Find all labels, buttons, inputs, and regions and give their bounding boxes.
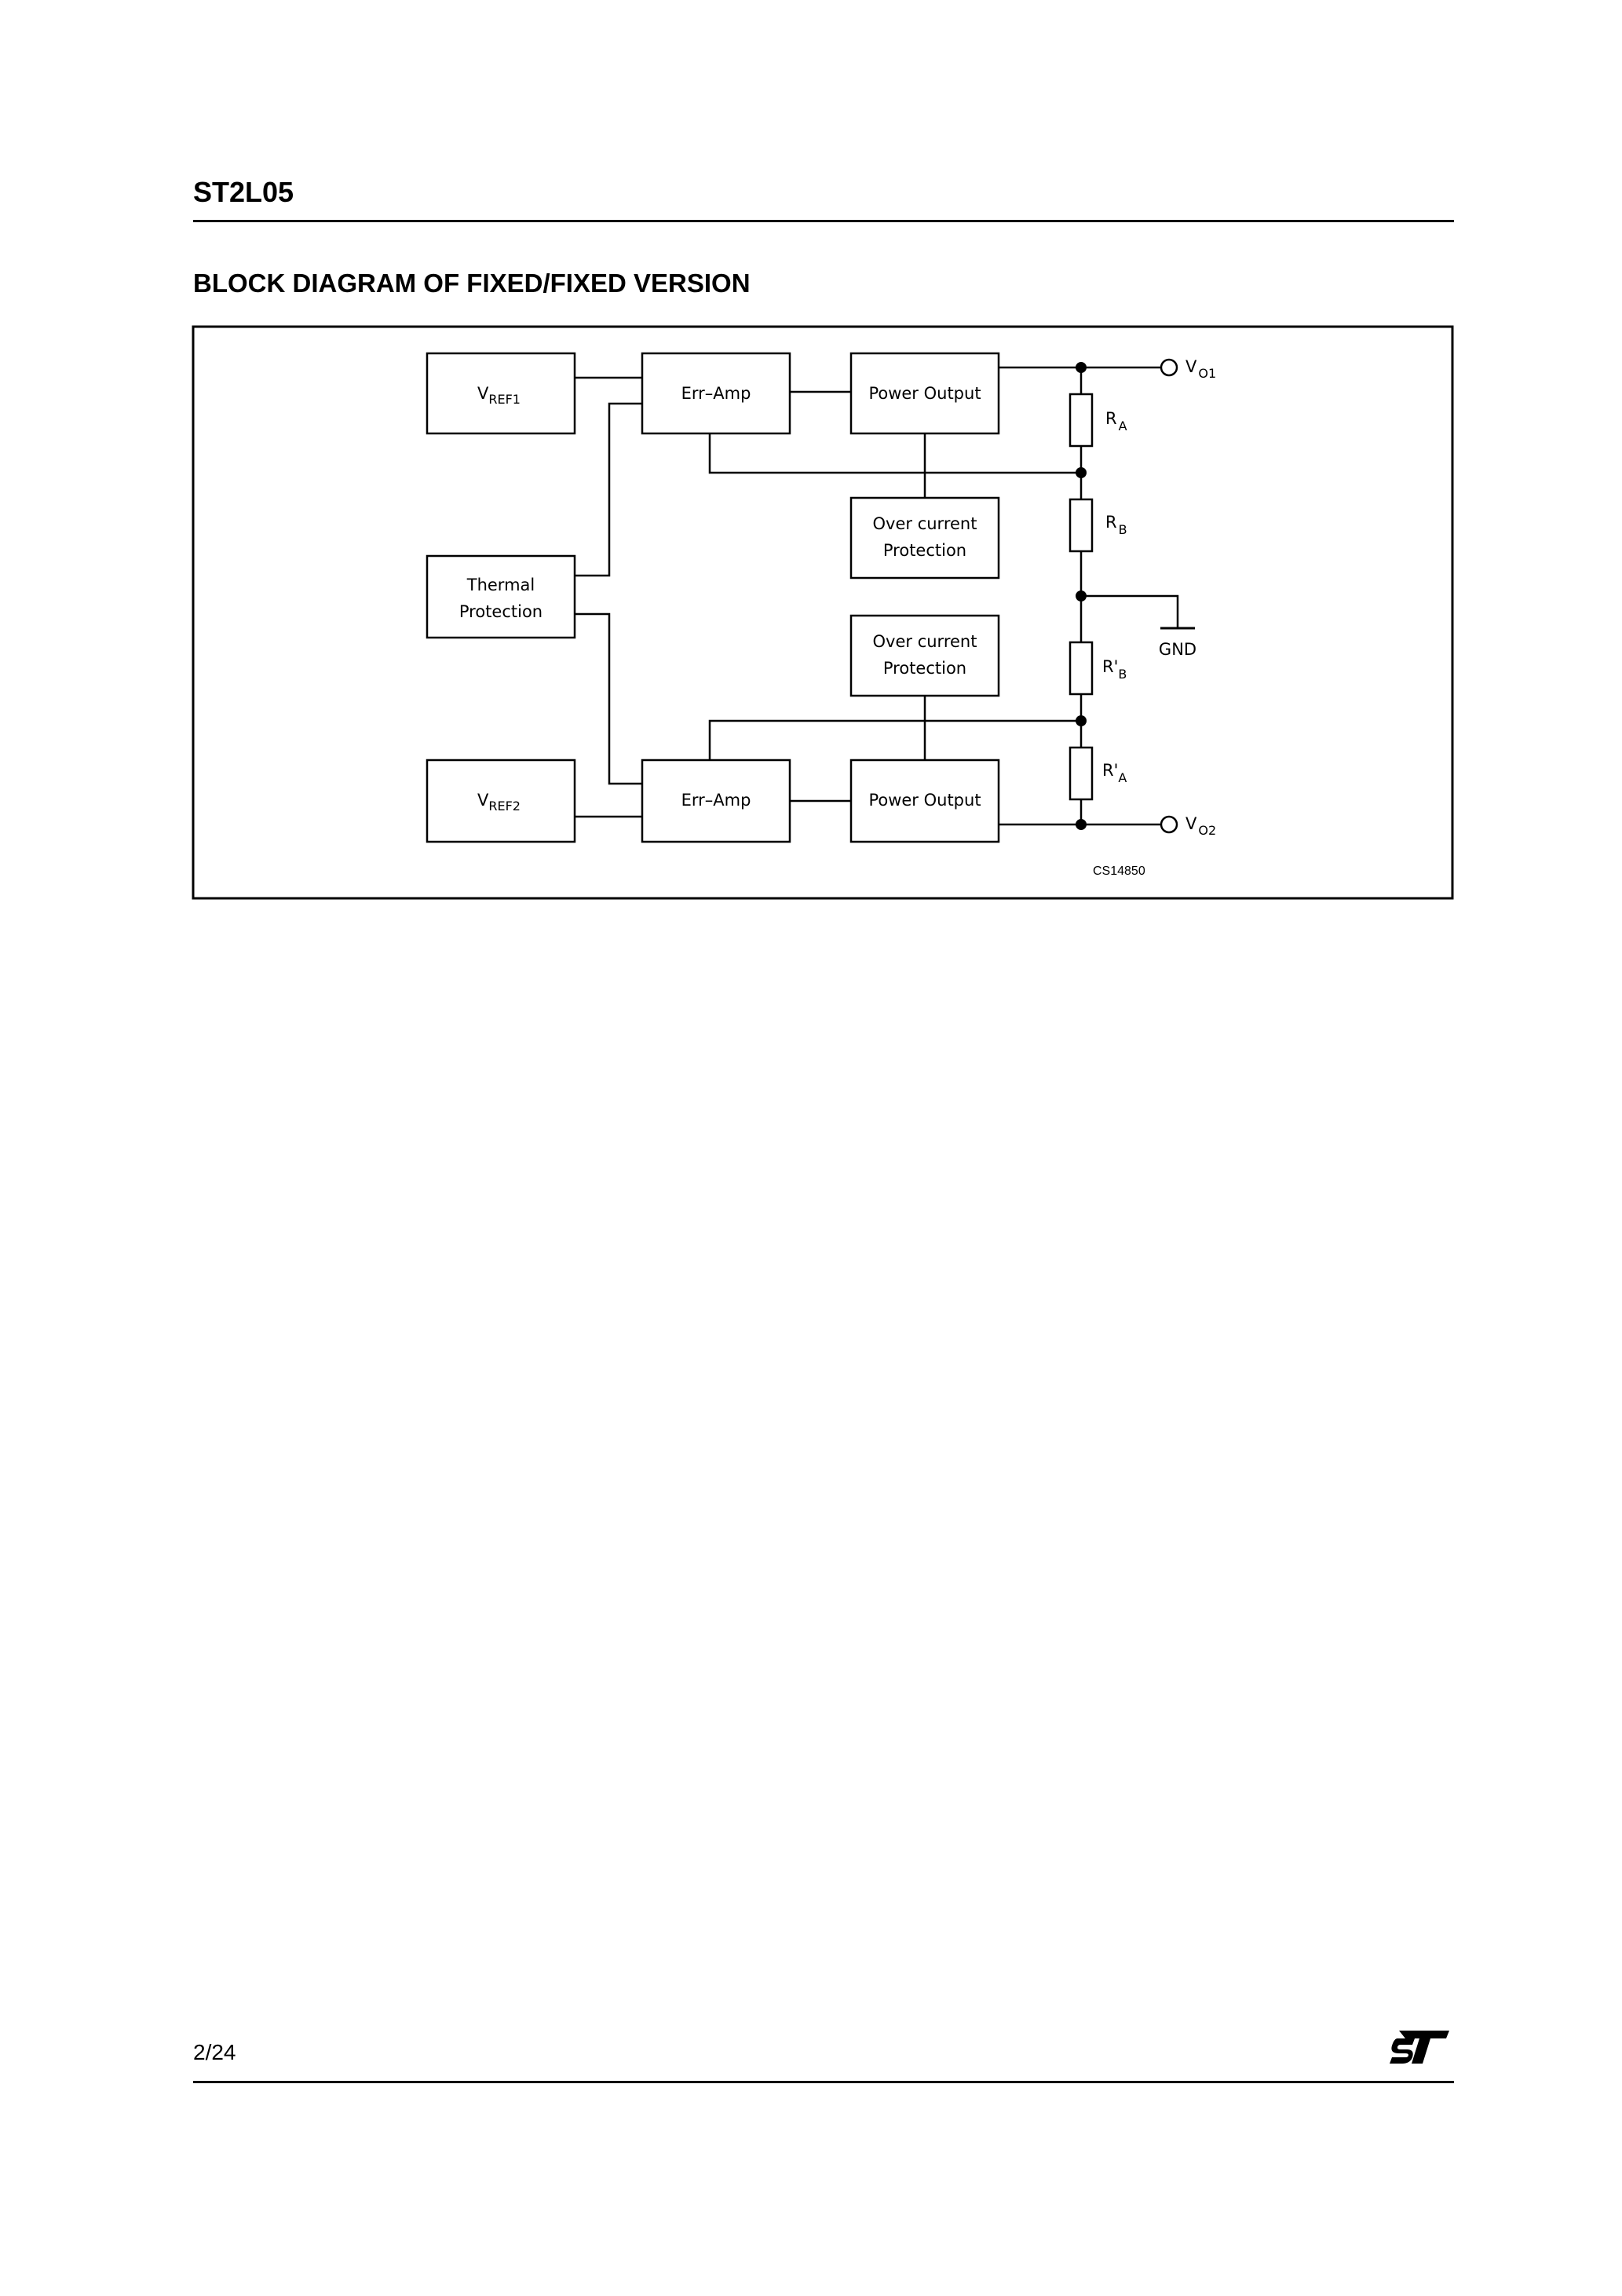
footer-rule: [193, 2081, 1454, 2083]
err-amp-top-block: [641, 352, 791, 435]
section-title: BLOCK DIAGRAM OF FIXED/FIXED VERSION: [193, 269, 751, 298]
thermal-protection-block: [426, 554, 576, 639]
overcurrent-bottom-line2: Protection: [883, 659, 966, 678]
wire-gnd: [1081, 594, 1179, 628]
vo2-terminal: [1160, 815, 1178, 834]
figure-code: CS14850: [1093, 865, 1145, 878]
ra-prime-label: R'A: [1102, 761, 1127, 785]
wire-feedback-bottom: [708, 719, 1081, 760]
overcurrent-top-line2: Protection: [883, 541, 966, 560]
junction-dot: [1076, 362, 1087, 373]
overcurrent-bottom-block: [849, 614, 1000, 697]
wire-feedback-top: [708, 433, 1081, 474]
junction-dot: [1076, 590, 1087, 601]
junction-dot: [1076, 715, 1087, 726]
overcurrent-bottom-line1: Over current: [873, 632, 977, 651]
power-output-bottom-label: Power Output: [868, 791, 981, 810]
vo1-terminal: [1160, 358, 1178, 377]
document-header-title: ST2L05: [193, 176, 294, 208]
vref1-block: [426, 352, 576, 435]
wire-thermal-erramp-bottom: [575, 612, 642, 785]
resistor-ra: [1069, 393, 1094, 448]
vref2-label: VREF2: [477, 791, 521, 813]
vref1-label: VREF1: [477, 384, 521, 407]
st-logo-icon: [1390, 2031, 1449, 2064]
rb-prime-label: R'B: [1102, 657, 1127, 682]
header-rule: [193, 220, 1454, 222]
overcurrent-top-block: [849, 496, 1000, 579]
overcurrent-top-line1: Over current: [873, 514, 977, 533]
power-output-top-label: Power Output: [868, 384, 981, 403]
wire-thermal-erramp-top: [575, 402, 642, 577]
thermal-label-line1: Thermal: [466, 576, 535, 594]
junction-dot: [1076, 819, 1087, 830]
resistor-rb-prime: [1069, 641, 1094, 696]
diagram-frame: [192, 325, 1454, 900]
junction-dot: [1076, 467, 1087, 478]
resistor-ra-prime: [1069, 746, 1094, 801]
resistor-rb: [1069, 498, 1094, 553]
err-amp-top-label: Err–Amp: [681, 384, 751, 403]
vref2-block: [426, 759, 576, 843]
thermal-label-line2: Protection: [459, 602, 542, 621]
gnd-label: GND: [1159, 640, 1196, 659]
page-number: 2/24: [193, 2040, 236, 2064]
err-amp-bottom-label: Err–Amp: [681, 791, 751, 810]
